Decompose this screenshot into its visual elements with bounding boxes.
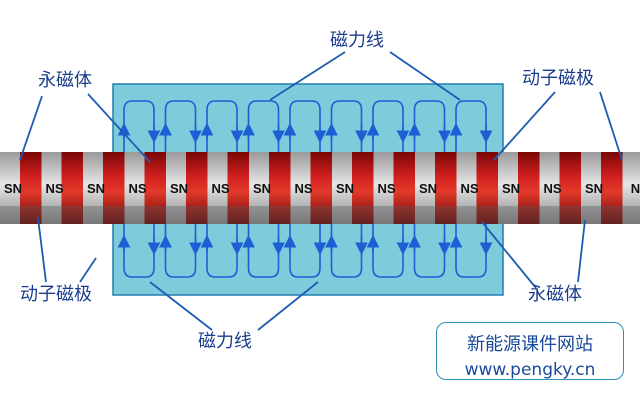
watermark-box: 新能源课件网站 www.pengky.cn <box>436 322 624 380</box>
pole-label: SN <box>87 181 105 196</box>
pole-label: NS <box>543 181 561 196</box>
mover-rod: SN NS SN NS SN NS SN NS SN NS SN NS SN NS SN N <box>0 152 640 224</box>
callout-line <box>600 92 622 160</box>
watermark-url: www.pengky.cn <box>437 360 623 380</box>
pole-label: NS <box>211 181 229 196</box>
label-permanent-magnet-right: 永磁体 <box>528 286 582 304</box>
label-magnetic-lines-bottom: 磁力线 <box>198 333 252 351</box>
pole-label: SN <box>4 181 22 196</box>
pole-label: N <box>631 181 640 196</box>
pole-label: NS <box>45 181 63 196</box>
watermark-site-name: 新能源课件网站 <box>437 330 623 356</box>
label-mover-pole-top-right: 动子磁极 <box>522 70 594 88</box>
label-magnetic-lines-top: 磁力线 <box>330 32 384 50</box>
label-permanent-magnet-left: 永磁体 <box>38 72 92 90</box>
rod-shadow <box>0 206 640 224</box>
pole-label: SN <box>170 181 188 196</box>
pole-label: SN <box>585 181 603 196</box>
pole-label: SN <box>419 181 437 196</box>
callout-line <box>20 96 42 160</box>
label-mover-pole-bottom-left: 动子磁极 <box>20 286 92 304</box>
callout-line <box>578 220 585 282</box>
callout-line <box>80 258 96 282</box>
pole-label: NS <box>377 181 395 196</box>
pole-label: NS <box>128 181 146 196</box>
pole-label: SN <box>336 181 354 196</box>
callout-line <box>38 218 46 282</box>
pole-label: NS <box>460 181 478 196</box>
pole-label: SN <box>502 181 520 196</box>
pole-label: NS <box>294 181 312 196</box>
pole-label: SN <box>253 181 271 196</box>
